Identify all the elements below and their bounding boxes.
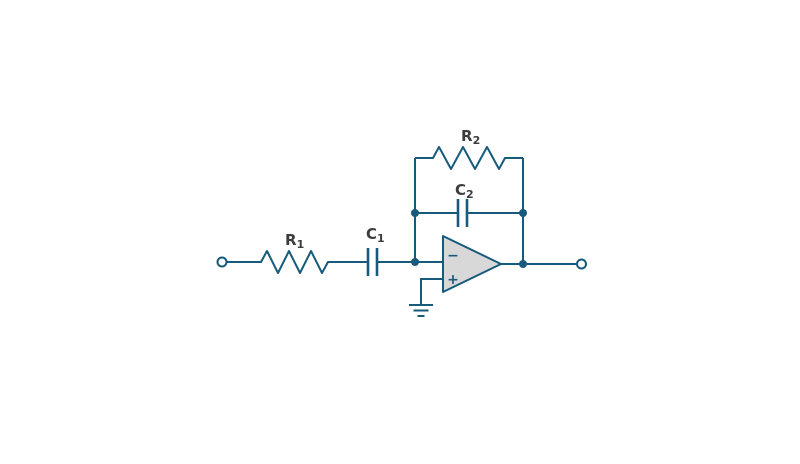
opamp-inverting-input-sign: − (447, 248, 459, 264)
opamp-body (442, 235, 502, 293)
junction-dot-left-c2 (411, 209, 419, 217)
resistor-r2 (432, 146, 506, 170)
capacitor-c2-label-sub: 2 (466, 188, 474, 201)
capacitor-c2-label-name: C (455, 181, 466, 199)
junction-dot-input-node (411, 258, 419, 266)
resistor-r1 (256, 250, 333, 274)
capacitor-c1-label: C1 (366, 225, 385, 245)
opamp-noninverting-input-sign: + (447, 272, 459, 288)
resistor-r2-label-name: R (461, 127, 473, 145)
capacitor-c1 (366, 248, 379, 276)
input-terminal (216, 256, 228, 268)
capacitor-c2-label: C2 (455, 181, 474, 201)
junction-dot-right-c2 (519, 209, 527, 217)
capacitor-c2 (456, 199, 469, 227)
resistor-r1-label-name: R (285, 231, 297, 249)
capacitor-c1-label-sub: 1 (377, 232, 385, 245)
capacitor-c1-label-name: C (366, 225, 377, 243)
wire-noninverting-to-ground (420, 278, 443, 305)
resistor-r2-label-sub: 2 (473, 134, 481, 147)
resistor-r2-label: R2 (461, 127, 480, 147)
resistor-r1-label-sub: 1 (297, 238, 305, 251)
output-terminal (576, 258, 587, 270)
junction-dot-output-node (519, 260, 527, 268)
resistor-r1-label: R1 (285, 231, 304, 251)
opamp: − + (442, 235, 502, 293)
ground-symbol (409, 304, 433, 317)
